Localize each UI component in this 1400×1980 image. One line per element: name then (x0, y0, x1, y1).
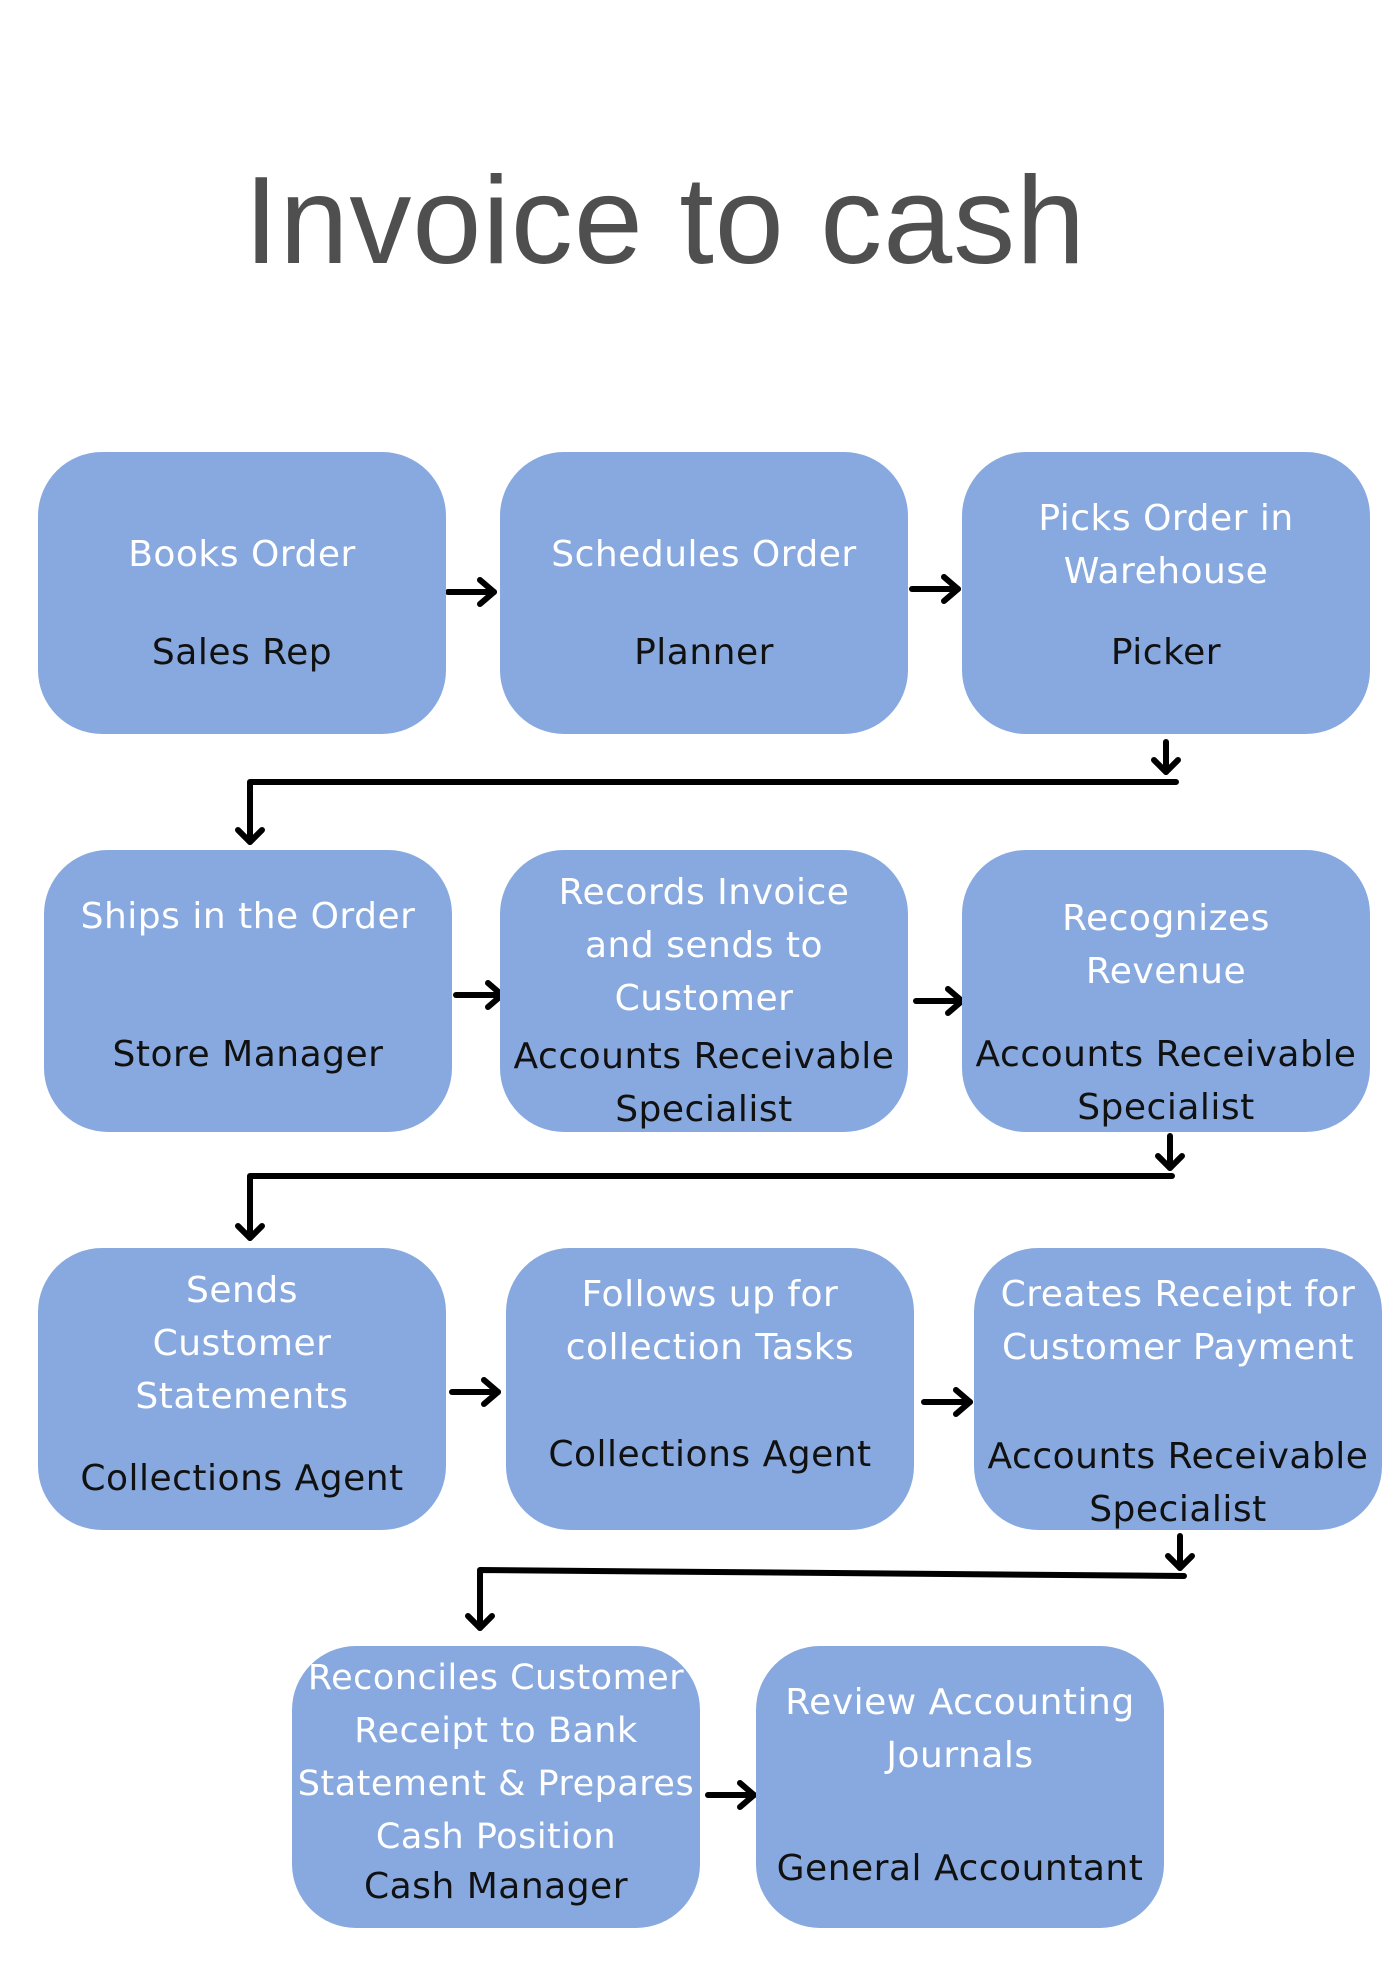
step-role: Planner (634, 632, 774, 673)
step-role: Accounts Receivable Specialist (987, 1436, 1369, 1530)
step-activity: Reconciles Customer Receipt to Bank Stat… (297, 1658, 695, 1857)
step-activity: Review Accounting Journals (785, 1682, 1135, 1776)
step-activity: Recognizes Revenue (1062, 898, 1270, 992)
step-activity: Creates Receipt for Customer Payment (1000, 1274, 1356, 1368)
step-activity: Ships in the Order (80, 896, 416, 937)
step-reconciles-receipt: Reconciles Customer Receipt to Bank Stat… (292, 1646, 700, 1928)
step-records-invoice: Records Invoice and sends to Customer Ac… (500, 850, 908, 1132)
step-schedules-order: Schedules Order Planner (500, 452, 908, 734)
step-role: Sales Rep (151, 632, 333, 673)
step-role: Collections Agent (548, 1434, 872, 1475)
step-role: Picker (1110, 632, 1222, 673)
step-role: Accounts Receivable Specialist (513, 1036, 895, 1130)
step-books-order: Books Order Sales Rep (38, 452, 446, 734)
step-role: Store Manager (112, 1034, 384, 1075)
diagram-title: Invoice to cash (244, 152, 1087, 290)
step-activity: Schedules Order (551, 534, 857, 575)
arrow-step9-to-step10 (465, 1533, 1195, 1631)
step-role: Collections Agent (80, 1458, 404, 1499)
arrow-step5-to-step6 (913, 986, 965, 1016)
step-role: Cash Manager (363, 1866, 628, 1907)
arrow-step8-to-step9 (921, 1387, 973, 1417)
step-recognizes-revenue: Recognizes Revenue Accounts Receivable S… (962, 850, 1370, 1132)
step-activity: Books Order (128, 534, 356, 575)
arrow-step7-to-step8 (449, 1377, 501, 1407)
arrow-step4-to-step5 (453, 980, 505, 1010)
step-activity: Follows up for collection Tasks (565, 1274, 855, 1368)
step-follows-up-collection: Follows up for collection Tasks Collecti… (506, 1248, 914, 1530)
step-role: General Accountant (776, 1848, 1144, 1889)
arrow-step6-to-step7 (235, 1133, 1185, 1241)
step-activity: Records Invoice and sends to Customer (558, 872, 850, 1019)
arrow-step3-to-step4 (235, 739, 1181, 845)
step-picks-order: Picks Order in Warehouse Picker (962, 452, 1370, 734)
arrow-step10-to-step11 (705, 1780, 757, 1810)
arrow-step1-to-step2 (445, 577, 497, 607)
step-activity: Picks Order in Warehouse (1038, 498, 1294, 592)
arrow-step2-to-step3 (909, 574, 961, 604)
step-ships-order: Ships in the Order Store Manager (44, 850, 452, 1132)
step-sends-statements: Sends Customer Statements Collections Ag… (38, 1248, 446, 1530)
step-role: Accounts Receivable Specialist (975, 1034, 1357, 1128)
step-review-journals: Review Accounting Journals General Accou… (756, 1646, 1164, 1928)
step-creates-receipt: Creates Receipt for Customer Payment Acc… (974, 1248, 1382, 1530)
step-activity: Sends Customer Statements (135, 1270, 349, 1417)
